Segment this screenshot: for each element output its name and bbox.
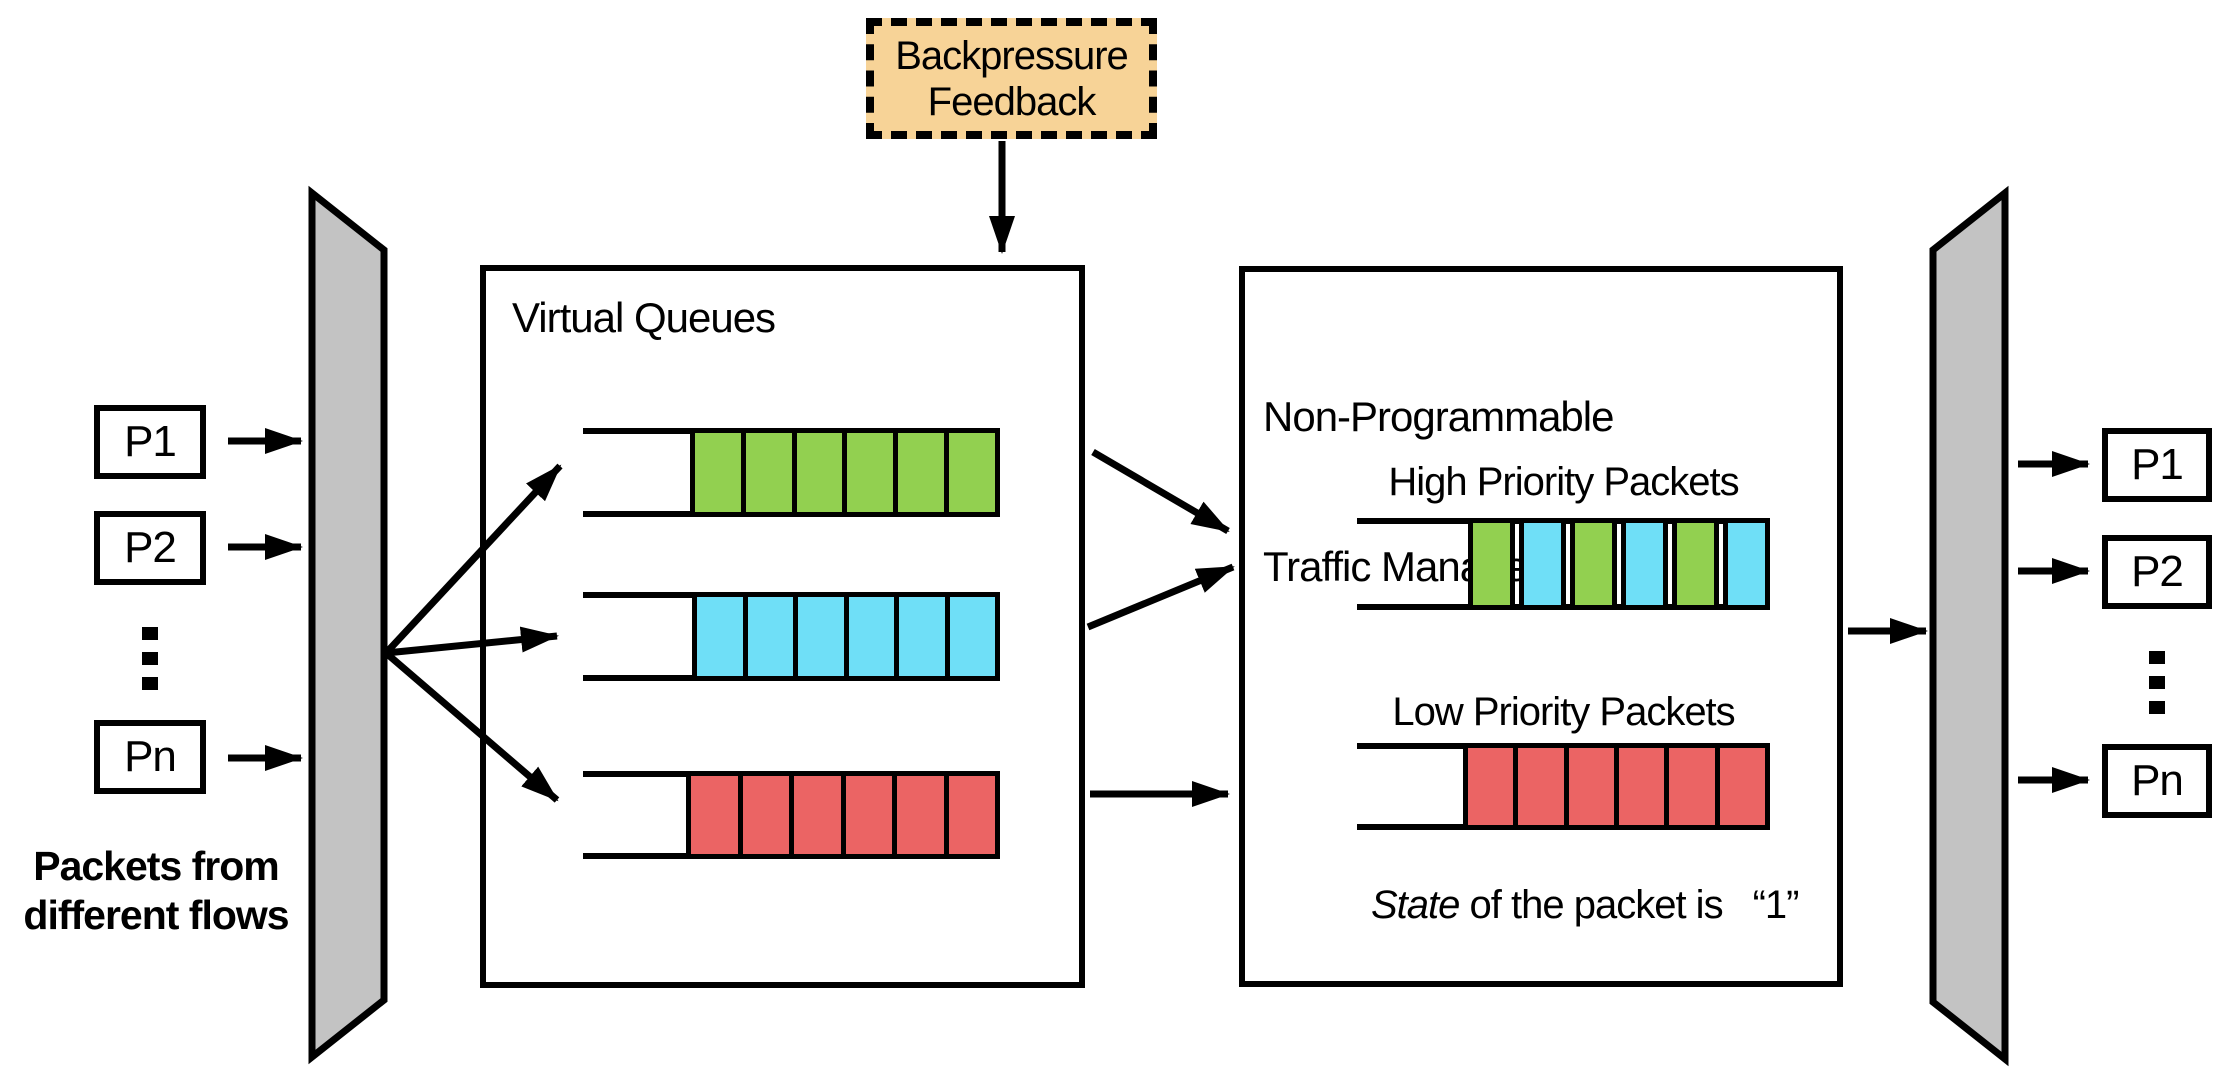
state-rest: of the packet is bbox=[1459, 883, 1724, 927]
high-priority-queue bbox=[1357, 518, 1770, 610]
arrow-cyan-to-tm bbox=[1086, 563, 1235, 631]
virtual-queue-cyan-cells bbox=[692, 592, 1000, 681]
packet-cell-green bbox=[695, 433, 741, 512]
output-box-p1: P1 bbox=[2102, 428, 2212, 502]
backpressure-label-line1: Backpressure bbox=[895, 33, 1129, 78]
packet-cell-green bbox=[847, 433, 894, 512]
packet-cell-cyan bbox=[949, 597, 995, 676]
output-label-p1: P1 bbox=[2131, 440, 2184, 489]
packet-cell-green bbox=[898, 433, 945, 512]
packet-cell-red bbox=[845, 776, 892, 854]
state-value: “1” bbox=[1752, 883, 1800, 927]
output-box-pn: Pn bbox=[2102, 744, 2212, 818]
input-caption-line1: Packets from bbox=[33, 843, 280, 889]
backpressure-label-line2: Feedback bbox=[927, 79, 1097, 124]
state-text: State of the packet is “1” bbox=[1371, 883, 1800, 928]
virtual-queue-green-cells bbox=[690, 428, 1000, 517]
packet-cell-cyan bbox=[1723, 518, 1770, 610]
packet-cell-red bbox=[691, 776, 738, 854]
input-label-pn: Pn bbox=[124, 732, 177, 781]
input-box-p1: P1 bbox=[94, 405, 206, 479]
input-caption-line2: different flows bbox=[23, 892, 289, 938]
right-switch-plate bbox=[1929, 185, 2009, 1067]
virtual-queues-box: Virtual Queues bbox=[480, 265, 1085, 988]
packet-cell-cyan bbox=[848, 597, 894, 676]
packet-cell-red bbox=[794, 776, 841, 854]
packet-cell-green bbox=[1672, 518, 1719, 610]
virtual-queue-red-cells bbox=[686, 771, 1000, 859]
packet-cell-green bbox=[745, 433, 792, 512]
low-priority-label: Low Priority Packets bbox=[1392, 690, 1735, 734]
backpressure-feedback-box: Backpressure Feedback bbox=[866, 18, 1157, 139]
packet-cell-cyan bbox=[1519, 518, 1566, 610]
packet-cell-red bbox=[948, 776, 995, 854]
output-label-p2: P2 bbox=[2131, 547, 2184, 596]
packet-cell-cyan bbox=[798, 597, 844, 676]
output-box-p2: P2 bbox=[2102, 535, 2212, 609]
output-vertical-ellipsis-icon bbox=[2149, 651, 2165, 714]
input-vertical-ellipsis-icon bbox=[142, 627, 158, 690]
low-priority-queue bbox=[1357, 743, 1770, 830]
traffic-manager-title-line1: Non-Programmable bbox=[1263, 393, 1614, 440]
high-priority-label: High Priority Packets bbox=[1388, 460, 1739, 504]
packet-cell-red bbox=[1518, 748, 1564, 825]
state-word-italic: State bbox=[1371, 883, 1460, 927]
virtual-queues-title: Virtual Queues bbox=[512, 294, 776, 341]
input-caption: Packets from different flows bbox=[6, 842, 306, 940]
packet-cell-cyan bbox=[697, 597, 743, 676]
input-label-p2: P2 bbox=[124, 523, 177, 572]
input-box-pn: Pn bbox=[94, 720, 206, 794]
packet-cell-red bbox=[1568, 748, 1614, 825]
packet-cell-red bbox=[742, 776, 789, 854]
packet-cell-cyan bbox=[899, 597, 945, 676]
packet-cell-cyan bbox=[747, 597, 793, 676]
packet-cell-cyan bbox=[1621, 518, 1668, 610]
virtual-queue-cyan bbox=[583, 592, 1000, 681]
packet-cell-red bbox=[1618, 748, 1665, 825]
high-priority-queue-cells bbox=[1468, 518, 1770, 610]
input-label-p1: P1 bbox=[124, 417, 177, 466]
traffic-manager-box: Non-Programmable Traffic Manager High Pr… bbox=[1239, 266, 1843, 987]
low-priority-queue-cells bbox=[1463, 743, 1770, 830]
packet-cell-green bbox=[1468, 518, 1515, 610]
virtual-queue-red bbox=[583, 771, 1000, 859]
packet-cell-red bbox=[1468, 748, 1514, 825]
packet-cell-green bbox=[949, 433, 995, 512]
packet-cell-green bbox=[1570, 518, 1617, 610]
virtual-queue-green bbox=[583, 428, 1000, 517]
packet-cell-red bbox=[1669, 748, 1715, 825]
left-switch-plate bbox=[308, 185, 388, 1065]
input-box-p2: P2 bbox=[94, 511, 206, 585]
packet-cell-red bbox=[1719, 748, 1765, 825]
output-label-pn: Pn bbox=[2131, 756, 2184, 805]
packet-cell-red bbox=[897, 776, 944, 854]
arrow-green-to-tm bbox=[1091, 448, 1230, 535]
packet-cell-green bbox=[796, 433, 843, 512]
